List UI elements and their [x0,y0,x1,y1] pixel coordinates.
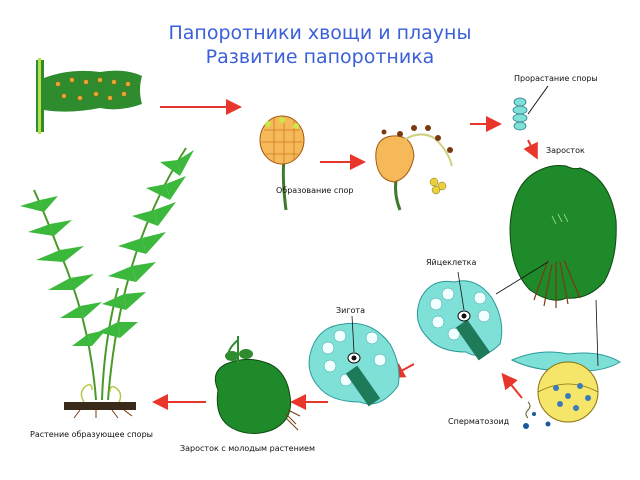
label-spore-bearing-plant: Растение образующее споры [30,430,153,439]
label-prothallus-young-plant: Заросток с молодым растением [180,444,315,453]
label-egg-cell: Яйцеклетка [426,258,477,267]
antheridium [510,299,621,429]
diagram-title: Папоротники хвощи и плауны [168,22,472,44]
sporangium [259,115,305,211]
archegonium-egg [416,261,549,361]
diagram-subtitle: Развитие папоротника [205,46,435,68]
opening-sporangium [375,125,453,211]
label-spore-germination: Прорастание споры [514,74,598,83]
prothallus [509,165,617,308]
label-spore-formation: Образование спор [276,186,354,195]
label-sperm: Сперматозоид [448,417,510,426]
arrow-to-prothallus [523,139,538,160]
prothallus-with-young-plant [214,336,301,434]
label-prothallus: Заросток [546,146,585,155]
arrow-sperm-to-egg [501,372,523,399]
mature-fern [20,147,194,419]
frond-fragment-with-sori [36,58,142,134]
germinating-spore [512,85,549,131]
label-zygote: Зигота [336,306,365,315]
zygote-group [308,315,400,407]
